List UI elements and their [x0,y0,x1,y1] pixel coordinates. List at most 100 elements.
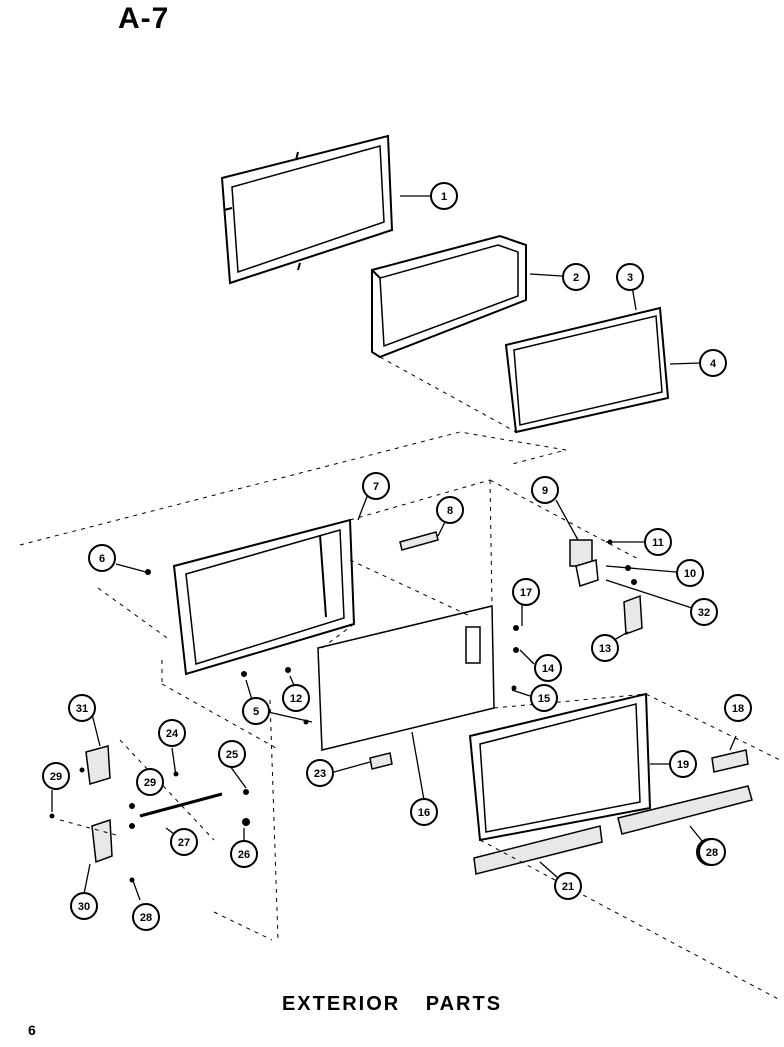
callout-number: 30 [78,901,90,913]
callout-circle [430,182,458,210]
callout-circle [230,840,258,868]
callout-circle [534,654,562,682]
part-27-hinge-rod [139,792,223,818]
callout-circle [170,828,198,856]
callout-24: 24 [158,719,186,747]
callout-number: 3 [627,272,633,284]
callout-number: 19 [677,759,689,771]
callout-number: 10 [684,568,696,580]
callout-number: 26 [238,849,250,861]
callout-circle [282,684,310,712]
callout-number: 13 [599,643,611,655]
part-21-bottom-trim [473,825,603,875]
callout-number: 21 [562,881,574,893]
callout-14: 14 [534,654,562,682]
part-19-lower-frame [468,692,652,842]
callout-number: 29 [50,771,62,783]
callout-28: 28 [698,838,726,866]
callout-group: 1234567891011121314151617181920212324252… [42,182,752,931]
callout-16: 16 [410,798,438,826]
part-1-outer-frame [220,134,394,285]
callout-3: 3 [616,263,644,291]
callout-number: 5 [253,706,259,718]
part-2-frame-box [371,234,527,359]
callout-number: 27 [178,837,190,849]
callout-number: 4 [710,358,717,370]
callout-32: 32 [690,598,718,626]
part-20-rail [617,785,753,835]
callout-11: 11 [644,528,672,556]
callout-number: 24 [166,728,179,740]
page-identifier: A-7 [118,2,170,35]
callout-circle [136,768,164,796]
callout-9: 9 [531,476,559,504]
callout-circle [436,496,464,524]
callout-circle [132,903,160,931]
callout-15: 15 [530,684,558,712]
callout-circle [42,762,70,790]
callout-17: 17 [512,578,540,606]
diagram-title: EXTERIOR PARTS [281,993,503,1015]
callout-10: 10 [676,559,704,587]
callout-number: 16 [418,807,430,819]
part-23-block [369,752,393,770]
callout-number: 32 [698,607,710,619]
callout-number: 11 [652,537,664,549]
callout-number: 6 [99,553,105,565]
callout-18: 18 [724,694,752,722]
callout-circle [591,634,619,662]
callout-number: 25 [226,749,238,761]
callout-number: 28 [706,847,718,859]
callout-circle [530,684,558,712]
part-18-handle [711,749,749,773]
callout-number: 1 [441,191,447,203]
callout-26: 26 [230,840,258,868]
part-31-hinge-plate [85,745,111,785]
callout-circle [531,476,559,504]
callout-19: 19 [669,750,697,778]
callout-circle [410,798,438,826]
callout-number: 28 [140,912,152,924]
callout-circle [669,750,697,778]
callout-29: 29 [136,768,164,796]
callout-12: 12 [282,684,310,712]
callout-circle [699,349,727,377]
part-16-back-panel [317,605,495,751]
fasteners [49,539,637,883]
callout-circle [554,872,582,900]
callout-31: 31 [68,694,96,722]
callout-number: 31 [76,703,88,715]
callout-5: 5 [242,697,270,725]
callout-circle [512,578,540,606]
callout-number: 15 [538,693,550,705]
callout-number: 14 [542,663,555,675]
callout-circle [70,892,98,920]
callout-7: 7 [362,472,390,500]
callout-circle [644,528,672,556]
part-8-latch-bar [399,531,439,551]
callout-circle [306,759,334,787]
callout-6: 6 [88,544,116,572]
callout-29: 29 [42,762,70,790]
callout-circle [68,694,96,722]
callout-number: 12 [290,693,302,705]
part-4-glass-panel [504,306,670,434]
callout-25: 25 [218,740,246,768]
callout-4: 4 [699,349,727,377]
callout-circle [676,559,704,587]
callout-number: 23 [314,768,326,780]
callout-30: 30 [70,892,98,920]
part-30-hinge-plate [91,818,113,864]
callout-circle [242,697,270,725]
callout-circle [158,719,186,747]
part-13-bracket [623,594,643,636]
callout-circle [698,838,726,866]
callout-28: 28 [132,903,160,931]
assembly-guide-lines [19,356,781,1001]
callout-23: 23 [306,759,334,787]
callout-1: 1 [430,182,458,210]
callout-circle [562,263,590,291]
callout-number: 18 [732,703,744,715]
page-number: 6 [28,1022,36,1038]
